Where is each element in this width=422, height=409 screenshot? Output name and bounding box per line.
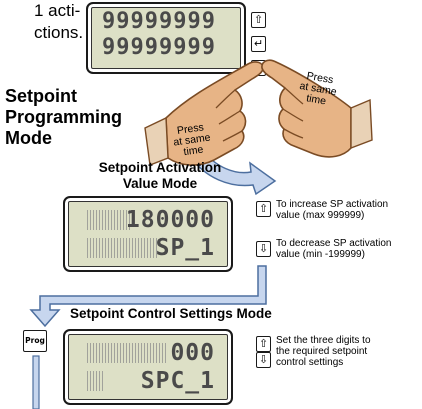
up-arrow-icon: ⇧ [258, 202, 269, 215]
display-1: 99999999 99999999 [86, 2, 246, 74]
top-text: 1 acti- ctions. [34, 0, 83, 44]
display-2: 180000 SP_1 [63, 196, 233, 272]
down-arrow-icon: ⇩ [258, 242, 269, 255]
prog-key[interactable]: Prog [23, 330, 47, 352]
press-label-left: Press at same time [166, 121, 218, 160]
display-3-unlit-row1 [87, 343, 167, 363]
decrease-note: To decrease SP activation value (min -19… [276, 238, 422, 260]
decrease-note-line1: To decrease SP activation [276, 238, 392, 249]
up-key[interactable]: ⇧ [251, 12, 266, 28]
up-arrow-icon: ⇧ [253, 13, 264, 26]
down-arrow-icon: ⇩ [253, 61, 264, 74]
top-text-line1: 1 acti- [34, 1, 81, 20]
control-note: Set the three digits to the required set… [276, 335, 422, 368]
programming-mode-line2: Programming [5, 107, 123, 128]
programming-mode-heading: Setpoint Programming Mode [5, 86, 122, 150]
programming-mode-line3: Mode [5, 128, 52, 149]
prog-line [32, 355, 40, 409]
decrease-note-line2: value (min -199999) [276, 249, 365, 260]
up-arrow-icon: ⇧ [258, 337, 269, 350]
down-key[interactable]: ⇩ [251, 60, 266, 76]
control-note-line3: control settings [276, 357, 344, 368]
control-note-line1: Set the three digits to [276, 335, 371, 346]
display-3-unlit-row2 [87, 371, 103, 391]
decrease-key[interactable]: ⇩ [256, 241, 271, 257]
enter-key[interactable]: ↵ [251, 36, 266, 52]
display-1-row1: 99999999 [102, 9, 216, 34]
increase-key[interactable]: ⇧ [256, 201, 271, 217]
control-down-key[interactable]: ⇩ [256, 352, 271, 368]
control-up-key[interactable]: ⇧ [256, 336, 271, 352]
enter-key-icon: ↵ [253, 37, 264, 50]
activation-mode-line2: Value Mode [122, 175, 198, 191]
display-1-row2: 99999999 [102, 35, 216, 60]
activation-mode-heading: Setpoint Activation Value Mode [70, 160, 250, 192]
display-2-row1: 180000 [125, 207, 215, 233]
control-note-line2: the required setpoint [276, 346, 368, 357]
display-3: 000 SPC_1 [63, 329, 233, 405]
display-2-unlit-row2 [87, 238, 157, 258]
display-3-row1: 000 [170, 340, 215, 366]
activation-mode-line1: Setpoint Activation [98, 160, 222, 175]
increase-note-line2: value (max 999999) [276, 210, 365, 221]
increase-note-line1: To increase SP activation [276, 199, 389, 210]
top-text-line2: ctions. [34, 23, 84, 42]
down-arrow-icon: ⇩ [258, 353, 269, 366]
prog-key-label: Prog [25, 336, 45, 345]
display-2-row2: SP_1 [155, 235, 215, 261]
programming-mode-line1: Setpoint [5, 86, 77, 106]
control-mode-heading: Setpoint Control Settings Mode [70, 306, 272, 321]
display-2-unlit-row1 [87, 210, 131, 230]
increase-note: To increase SP activation value (max 999… [276, 199, 422, 221]
display-3-row2: SPC_1 [140, 368, 215, 394]
press-label-right: Press at same time [290, 69, 347, 111]
